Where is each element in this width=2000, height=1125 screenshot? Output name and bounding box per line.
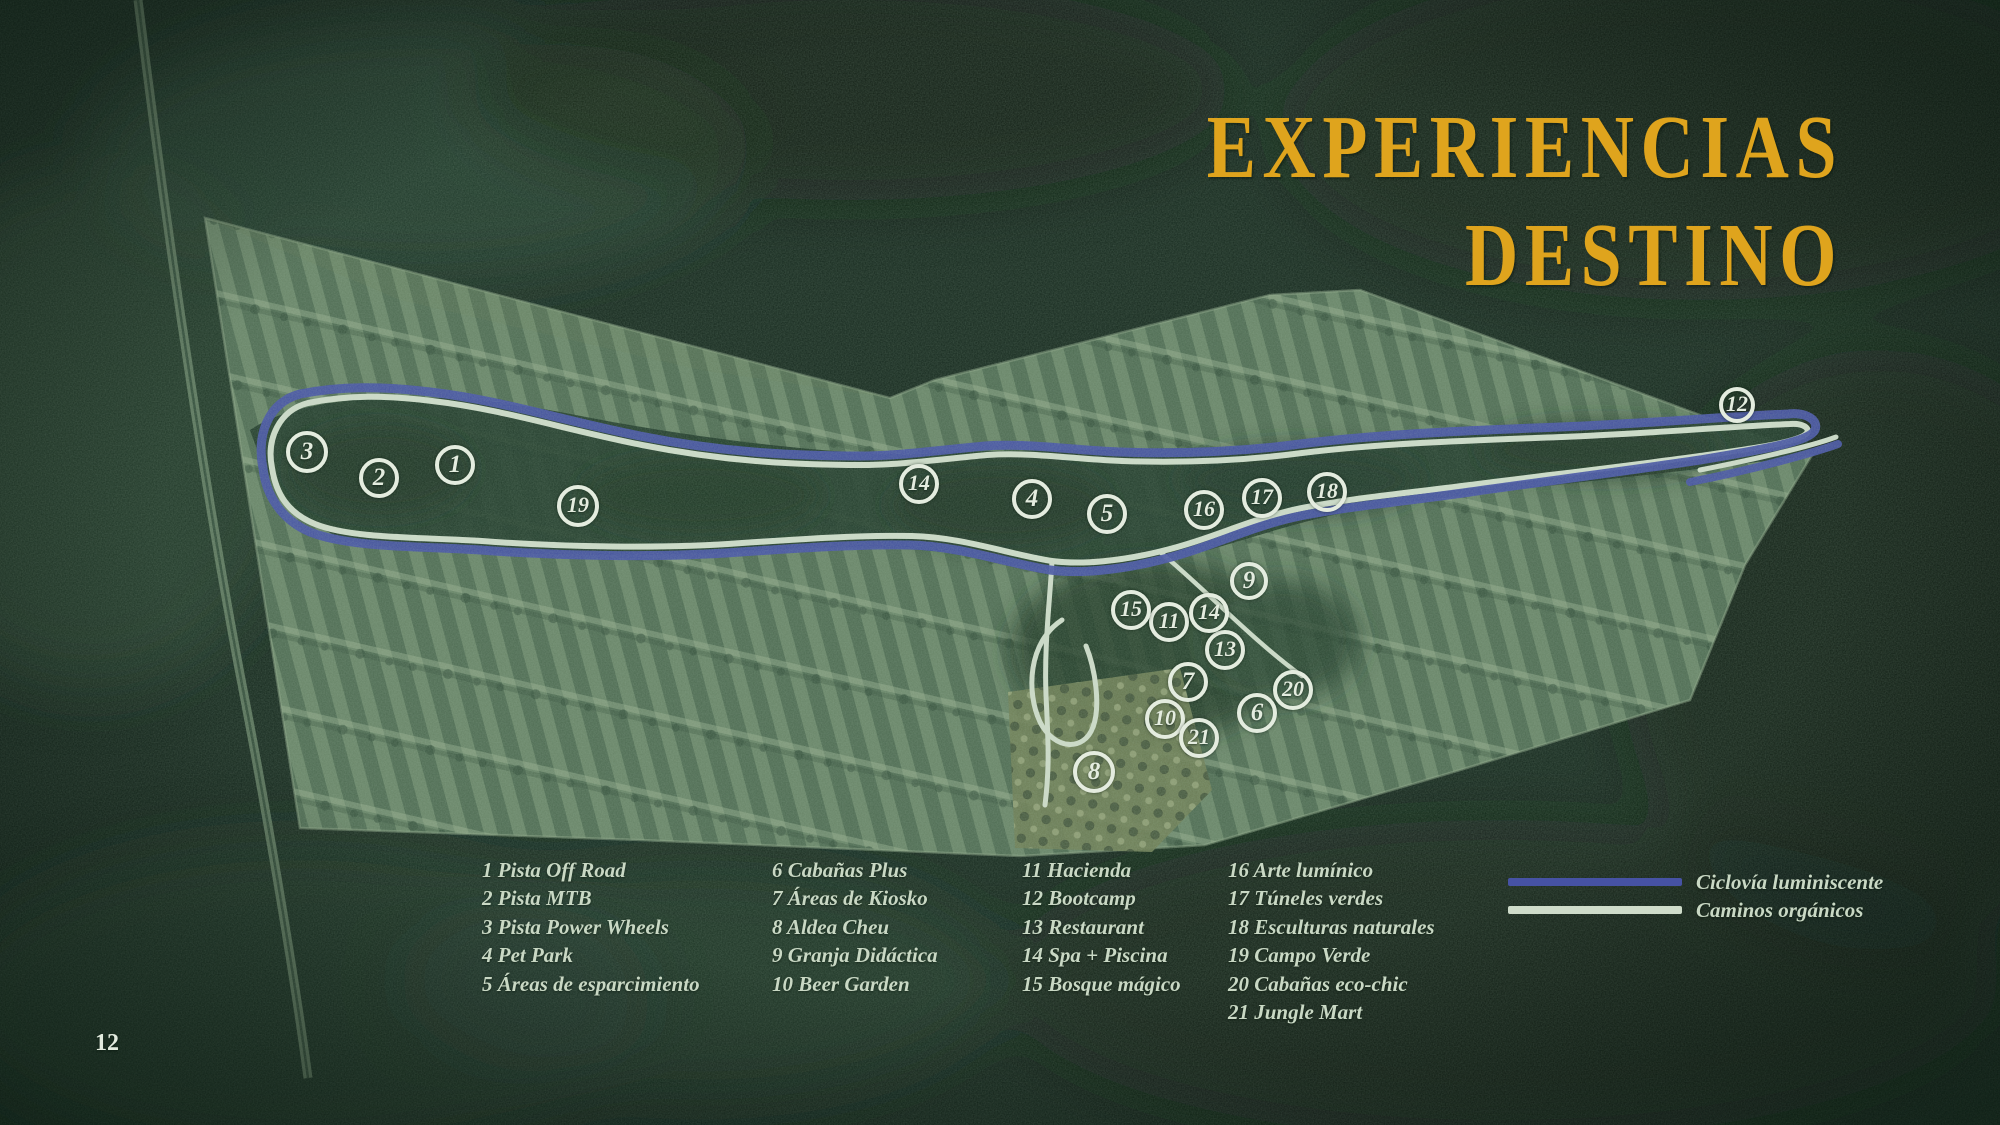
map-marker-1[interactable]: 1: [435, 445, 475, 485]
marker-number: 12: [1726, 391, 1748, 416]
marker-number: 9: [1242, 566, 1256, 594]
map-marker-4[interactable]: 4: [1012, 479, 1052, 519]
map-marker-20[interactable]: 20: [1273, 670, 1313, 710]
marker-number: 16: [1193, 496, 1215, 521]
map-marker-7[interactable]: 7: [1168, 662, 1208, 702]
map-marker-14[interactable]: 14: [1189, 593, 1229, 633]
map-marker-12[interactable]: 12: [1719, 387, 1755, 423]
marker-number: 7: [1181, 667, 1195, 695]
marker-number: 8: [1087, 757, 1101, 785]
marker-number: 17: [1251, 484, 1273, 509]
map-marker-21[interactable]: 21: [1179, 718, 1219, 758]
map-marker-15[interactable]: 15: [1111, 590, 1151, 630]
page-number: 12: [95, 1030, 119, 1056]
map-marker-10[interactable]: 10: [1145, 699, 1185, 739]
map-marker-3[interactable]: 3: [286, 431, 328, 473]
title-line-1: EXPERIENCIAS: [1206, 98, 1843, 197]
marker-number: 14: [1198, 599, 1220, 624]
marker-number: 4: [1025, 484, 1039, 512]
map-marker-19[interactable]: 19: [557, 485, 599, 527]
marker-number: 20: [1282, 676, 1304, 701]
marker-number: 3: [300, 437, 314, 465]
map-marker-9[interactable]: 9: [1230, 562, 1268, 600]
marker-number: 10: [1154, 705, 1176, 730]
marker-number: 5: [1100, 499, 1114, 527]
map-marker-14[interactable]: 14: [899, 464, 939, 504]
marker-number: 6: [1250, 698, 1264, 726]
marker-number: 19: [567, 492, 589, 517]
map-marker-5[interactable]: 5: [1087, 494, 1127, 534]
page-title: EXPERIENCIAS DESTINO: [1207, 94, 1843, 310]
marker-number: 21: [1188, 724, 1210, 749]
map-marker-6[interactable]: 6: [1237, 693, 1277, 733]
marker-number: 15: [1120, 596, 1142, 621]
marker-number: 2: [372, 463, 386, 491]
map-marker-2[interactable]: 2: [359, 458, 399, 498]
map-marker-8[interactable]: 8: [1073, 751, 1115, 793]
map-marker-18[interactable]: 18: [1307, 472, 1347, 512]
marker-number: 11: [1158, 608, 1180, 633]
map-marker-17[interactable]: 17: [1242, 478, 1282, 518]
title-line-2: DESTINO: [1464, 206, 1843, 305]
marker-number: 18: [1316, 478, 1338, 503]
marker-number: 13: [1214, 636, 1236, 661]
map-marker-11[interactable]: 11: [1149, 602, 1189, 642]
map-marker-13[interactable]: 13: [1205, 630, 1245, 670]
marker-number: 1: [448, 450, 462, 478]
marker-number: 14: [908, 470, 930, 495]
map-marker-16[interactable]: 16: [1184, 490, 1224, 530]
